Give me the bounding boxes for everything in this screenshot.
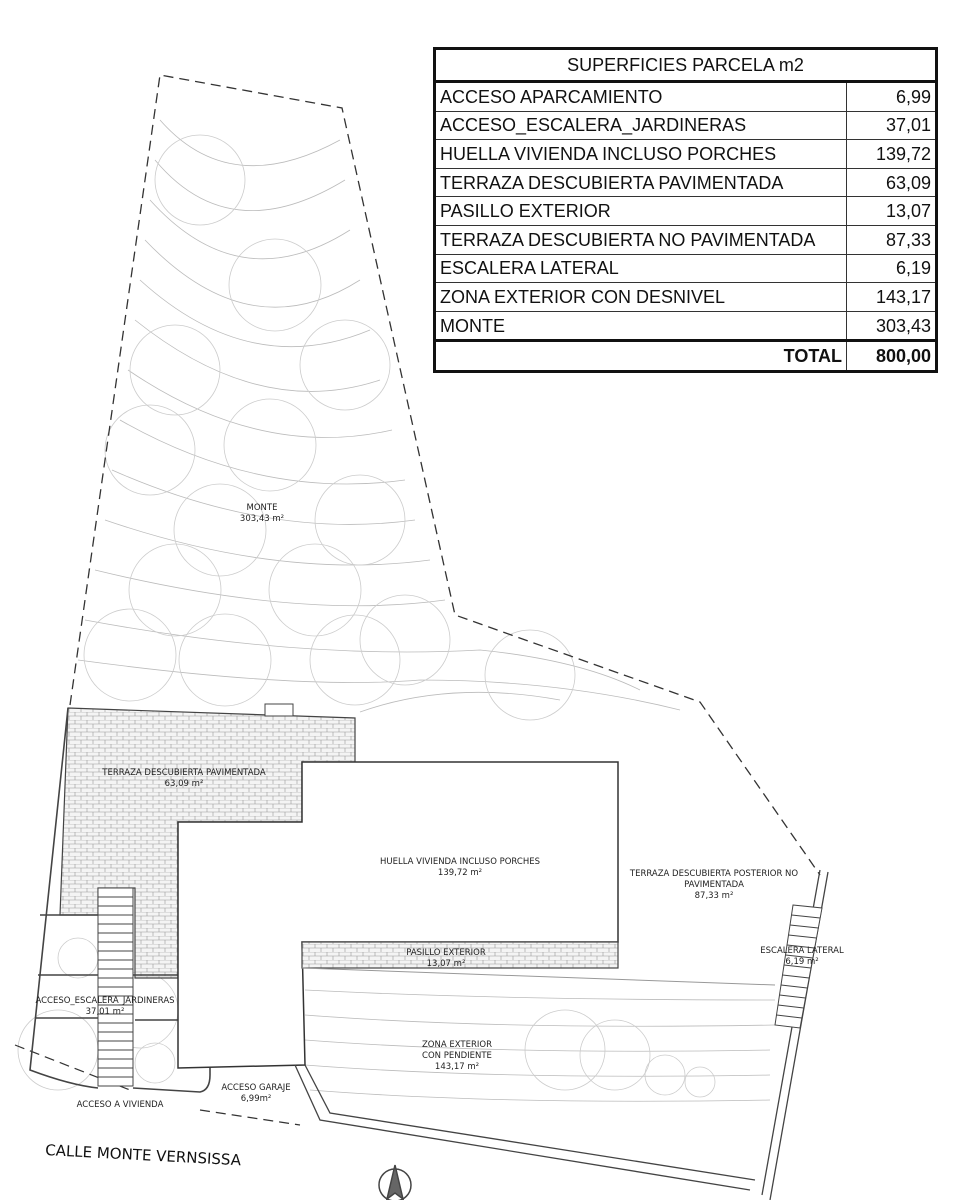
pasillo-label: PASILLO EXTERIOR: [406, 948, 486, 958]
escalera-lat-label: ESCALERA LATERAL: [760, 946, 844, 956]
zona-ext-label-1: ZONA EXTERIOR: [422, 1040, 492, 1050]
pasillo-area: 13,07 m²: [427, 959, 466, 969]
total-value: 800,00: [846, 339, 937, 373]
row-value: 37,01: [846, 110, 937, 141]
contour-lines: [77, 119, 776, 1102]
row-label: TERRAZA DESCUBIERTA PAVIMENTADA: [434, 167, 847, 198]
terraza-post-area: 87,33 m²: [695, 891, 734, 901]
row-label: ZONA EXTERIOR CON DESNIVEL: [434, 282, 847, 312]
total-label: TOTAL: [434, 339, 847, 373]
terraza-post-label-1: TERRAZA DESCUBIERTA POSTERIOR NO: [629, 869, 799, 879]
north-arrow-icon: [378, 1164, 412, 1200]
stair-tread: [779, 994, 806, 999]
stair-tread: [786, 944, 815, 949]
huella-label: HUELLA VIVIENDA INCLUSO PORCHES: [380, 857, 540, 867]
zona-exterior-border: [294, 1064, 756, 1191]
row-label: HUELLA VIVIENDA INCLUSO PORCHES: [434, 139, 847, 169]
stair-tread: [785, 954, 813, 959]
monte-label: MONTE: [247, 503, 278, 513]
acceso-garaje-area: 6,99m²: [241, 1094, 272, 1104]
stair-tread: [782, 974, 810, 979]
row-value: 143,17: [846, 282, 937, 312]
terraza-pav-label: TERRAZA DESCUBIERTA PAVIMENTADA: [101, 768, 266, 778]
pasillo-exterior-area: [301, 941, 619, 969]
stair-tread: [788, 934, 817, 939]
row-value: 63,09: [846, 167, 937, 198]
terraza-pav-area: 63,09 m²: [165, 779, 204, 789]
row-label: MONTE: [434, 310, 847, 342]
zona-ext-area: 143,17 m²: [435, 1062, 479, 1072]
terraza-post-label-2: PAVIMENTADA: [684, 880, 744, 890]
table-title: SUPERFICIES PARCELA m2: [434, 48, 937, 83]
escalera-lat-area: 6,19 m²: [785, 957, 818, 967]
street-name: CALLE MONTE VERNSISSA: [45, 1141, 242, 1169]
stair-tread: [777, 1004, 804, 1009]
stair-tread: [783, 964, 812, 969]
area-table: SUPERFICIES PARCELA m2 ACCESO APARCAMIEN…: [433, 47, 938, 374]
stair-tread: [776, 1014, 802, 1019]
stair-tread: [789, 924, 819, 929]
row-label: ESCALERA LATERAL: [434, 253, 847, 284]
terrace-step: [264, 703, 294, 717]
stair-tread: [780, 984, 808, 989]
acceso-vivienda-label: ACCESO A VIVIENDA: [77, 1100, 164, 1110]
huella-area: 139,72 m²: [438, 868, 482, 878]
acceso-esc-area: 37,01 m²: [86, 1007, 125, 1017]
row-value: 303,43: [846, 310, 937, 342]
acceso-garaje-label: ACCESO GARAJE: [221, 1083, 290, 1093]
row-value: 6,19: [846, 253, 937, 284]
row-label: PASILLO EXTERIOR: [434, 196, 847, 226]
parcel-boundary: [69, 74, 821, 876]
zona-ext-label-2: CON PENDIENTE: [422, 1051, 492, 1061]
acceso-esc-label: ACCESO_ESCALERA_JARDINERAS: [35, 996, 174, 1006]
monte-area: 303,43 m²: [240, 514, 284, 524]
row-value: 6,99: [846, 81, 937, 112]
row-label: ACCESO_ESCALERA_JARDINERAS: [434, 110, 847, 141]
acceso-stairs: [97, 887, 134, 1087]
row-value: 139,72: [846, 139, 937, 169]
escalera-lateral-stairs: [774, 904, 823, 1029]
row-label: TERRAZA DESCUBIERTA NO PAVIMENTADA: [434, 224, 847, 255]
tree-circles: [17, 134, 716, 1098]
row-value: 13,07: [846, 196, 937, 226]
row-label: ACCESO APARCAMIENTO: [434, 81, 847, 112]
row-value: 87,33: [846, 224, 937, 255]
stair-tread: [791, 914, 821, 919]
